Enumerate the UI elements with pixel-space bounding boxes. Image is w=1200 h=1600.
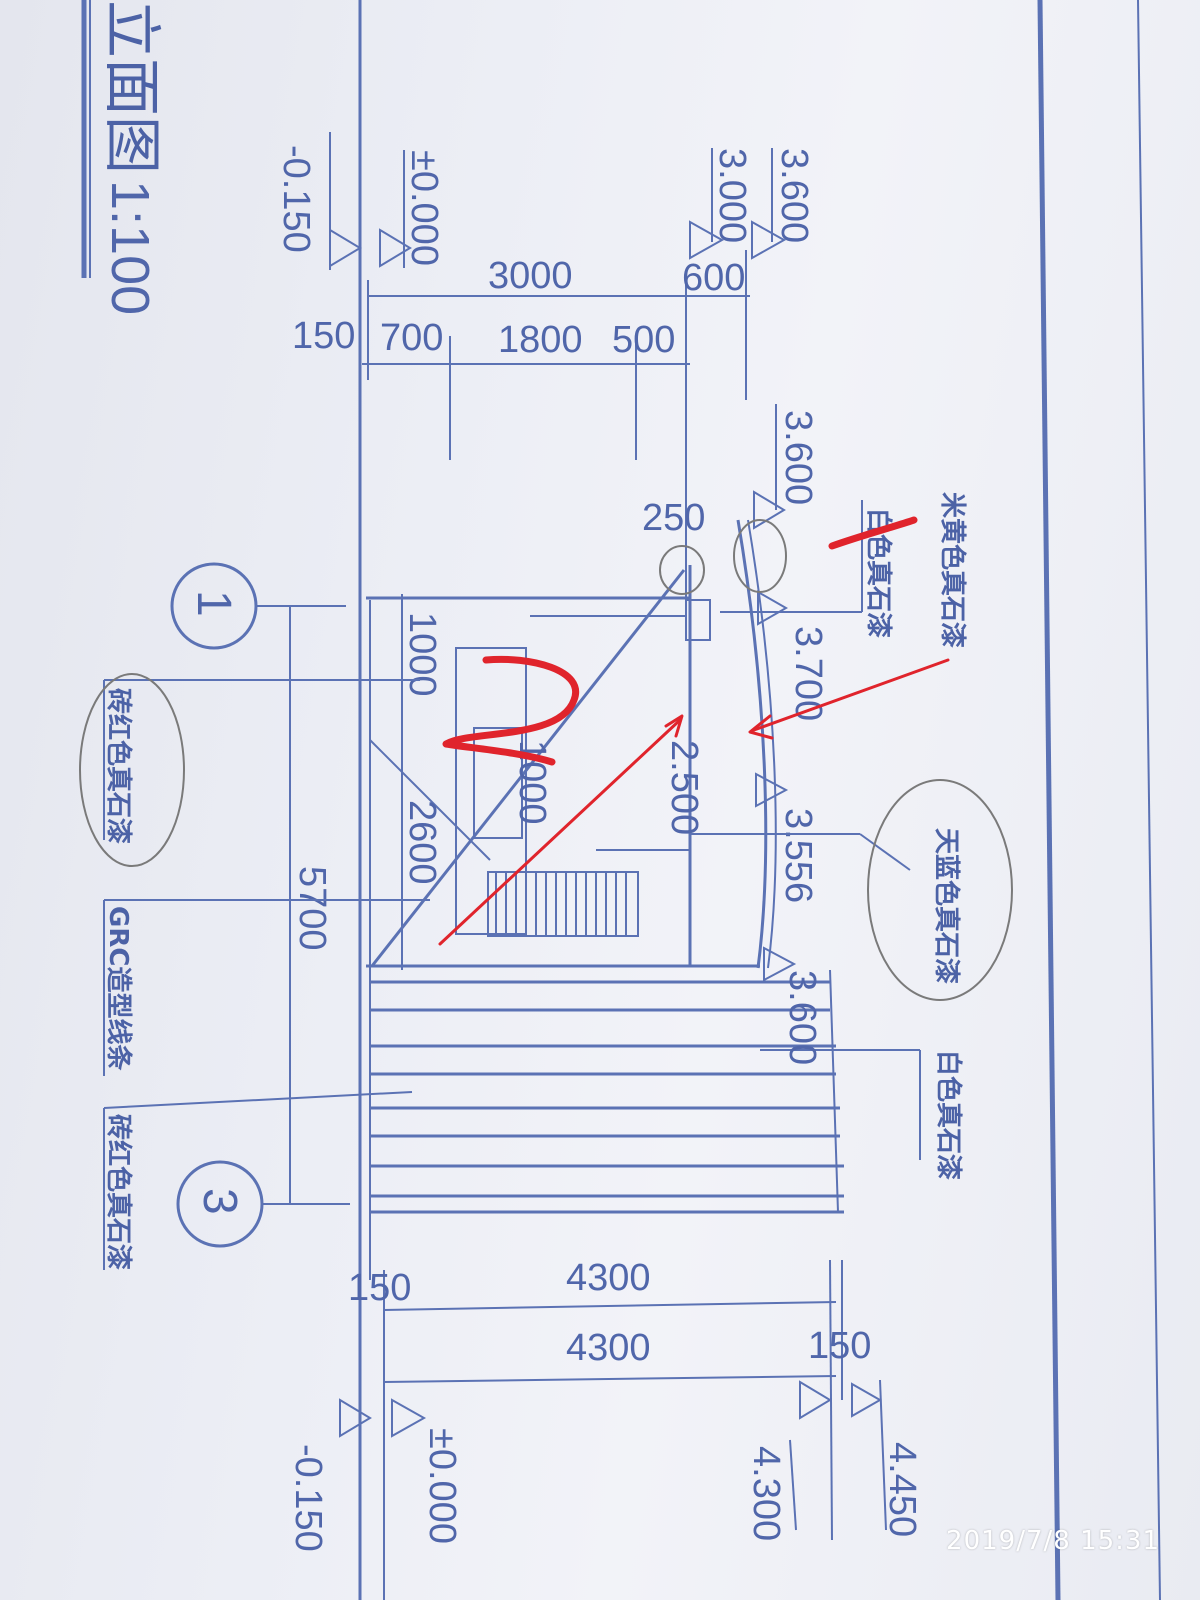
top-dimension-chain: 3000 600 150 700 1800 500 [292,250,750,600]
note-skyblue: 天蓝色真石漆 [931,828,962,984]
dimension-label: 500 [612,319,675,361]
level-label: 3.556 [777,808,819,903]
note-mihuang: 米黄色真石漆 [937,492,968,648]
level-label: 2.500 [663,740,705,835]
balcony-railing [487,871,639,937]
photo-timestamp: 2019/7/8 15:31 [946,1526,1160,1556]
dimension-label: 700 [380,317,443,359]
dimension-label: 3000 [488,255,573,297]
sheet-frame [81,0,1161,1600]
dimension-label: 1800 [498,319,583,361]
level-label: 3.000 [711,148,753,243]
level-label: 3.600 [773,148,815,243]
dimension-label: 250 [642,497,705,539]
top-level-marks: 3.600 3.000 ±0.000 -0.150 [275,132,815,270]
dimension-label: 150 [292,315,355,357]
bottom-dimension-chain: 4300 4300 150 150 4.450 4.300 ±0.000 -0.… [287,1257,923,1600]
level-label: ±0.000 [421,1428,463,1544]
note-brick-red-top: 砖红色真石漆 [103,688,134,844]
dimension-label: 5700 [291,866,333,951]
dimension-label: 150 [348,1267,411,1309]
level-label: 3.700 [787,626,829,721]
note-leaders [103,679,430,1270]
dimension-label: 150 [808,1325,871,1367]
level-label: -0.150 [275,145,317,253]
level-label: 3.600 [777,410,819,505]
axis-number-1: 1 [187,590,240,617]
level-label: ±0.000 [403,150,445,266]
dimension-label: 2600 [401,800,443,885]
level-label: 4.450 [881,1442,923,1537]
red-markups [438,516,950,946]
level-label: -0.150 [287,1444,329,1552]
axis-number-3: 3 [193,1188,246,1215]
drawing-title: 立面图 1:100 [98,0,166,315]
dimension-label: 1000 [401,612,443,697]
title-scale: 1:100 [100,180,160,315]
grc-bands: 3.600 [370,969,921,1214]
dimension-label: 600 [682,257,745,299]
pencil-circles [79,519,1013,1001]
note-grc: GRC造型线条 [103,906,133,1071]
material-notes: 米黄色真石漆 白色真石漆 天蓝色真石漆 白色真石漆 砖红色真石漆 GRC造型线条… [103,492,968,1270]
note-white-bottom: 白色真石漆 [933,1050,964,1180]
dimension-label: 4300 [566,1327,651,1369]
axis-markers: 1 3 5700 [170,562,350,1248]
title-text: 立面图 [98,0,166,174]
level-label: 3.600 [781,970,823,1065]
dimension-label: 4300 [566,1257,651,1299]
right-level-marks: 3.600 3.700 3.556 [690,404,911,982]
level-label: 4.300 [745,1446,787,1541]
note-brick-red-bottom: 砖红色真石漆 [103,1114,134,1270]
